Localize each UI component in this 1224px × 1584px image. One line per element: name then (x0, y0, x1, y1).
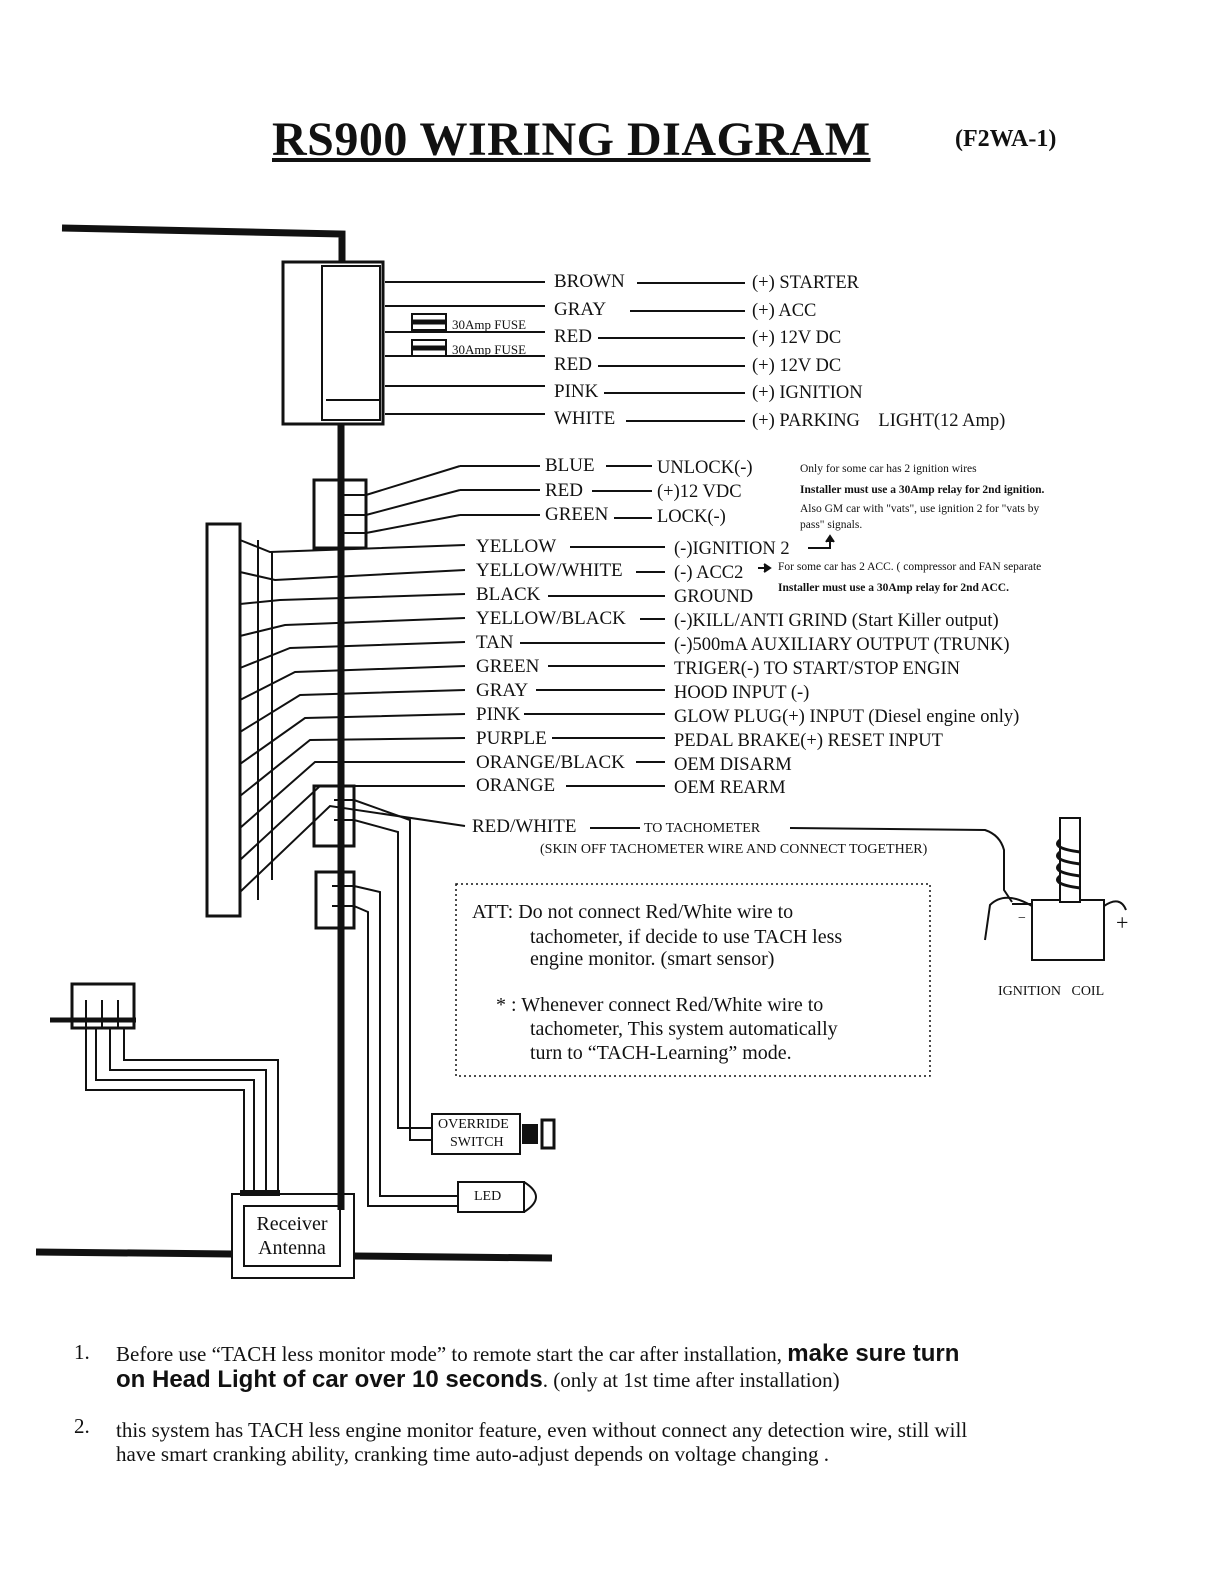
footer-item-2-line-2: have smart cranking ability, cranking ti… (116, 1442, 830, 1466)
wire-function-hood: HOOD INPUT (-) (674, 683, 810, 703)
wire-color-purple: PURPLE (476, 728, 547, 749)
footer-item-1-text-b: . (only at 1st time after installation) (542, 1368, 840, 1392)
tach-note: (SKIN OFF TACHOMETER WIRE AND CONNECT TO… (540, 842, 928, 857)
wire-color-pink: PINK (554, 381, 599, 402)
tach-function: TO TACHOMETER (644, 821, 761, 836)
wire-color-tan: TAN (476, 632, 514, 653)
att-line-6: turn to “TACH-Learning” mode. (530, 1042, 792, 1064)
receiver-box (231, 1193, 355, 1279)
fuse-label-1: 30Amp FUSE (452, 317, 527, 332)
att-line-2: tachometer, if decide to use TACH less (530, 926, 843, 948)
wire-color-gray-main: GRAY (476, 680, 529, 701)
wire-function-unlock: UNLOCK(-) (657, 458, 753, 478)
ignition2-note-2: Installer must use a 30Amp relay for 2nd… (800, 484, 1045, 496)
override-switch-box (431, 1113, 521, 1155)
att-line-5: tachometer, This system automatically (530, 1018, 838, 1040)
wire-function-12v-2: (+) 12V DC (752, 356, 842, 376)
ignition2-note-4: pass" signals. (800, 519, 863, 531)
connector-3 (312, 784, 356, 848)
ignition2-note-3: Also GM car with "vats", use ignition 2 … (800, 503, 1040, 515)
coil-plus-sign: + (1116, 910, 1129, 935)
att-line-4: * : Whenever connect Red/White wire to (496, 994, 824, 1016)
footer-item-1-bold-2: on Head Light of car over 10 seconds (116, 1366, 543, 1393)
wire-function-ignition2: (-)IGNITION 2 (674, 539, 790, 559)
wire-color-black: BLACK (476, 584, 541, 605)
wire-function-acc: (+) ACC (752, 301, 817, 321)
wire-function-12v-1: (+) 12V DC (752, 328, 842, 348)
top-connector (281, 260, 385, 426)
wire-color-red-1: RED (554, 326, 592, 347)
override-switch-label-1: OVERRIDE (438, 1117, 509, 1132)
wire-function-12vdc: (+)12 VDC (657, 482, 742, 502)
wire-function-lock: LOCK(-) (657, 507, 726, 527)
receiver-label: Receiver Antenna (246, 1212, 338, 1260)
wire-function-ground: GROUND (674, 587, 754, 607)
wire-function-oem-disarm: OEM DISARM (674, 755, 792, 775)
wire-function-ignition: (+) IGNITION (752, 383, 863, 403)
page-title: RS900 WIRING DIAGRAM (272, 113, 871, 166)
att-line-3: engine monitor. (smart sensor) (530, 948, 775, 970)
wire-function-oem-rearm: OEM REARM (674, 778, 786, 798)
wire-color-yellow-white: YELLOW/WHITE (476, 560, 623, 581)
attention-box (455, 883, 931, 1077)
footer-item-1-text-a: Before use “TACH less monitor mode” to r… (116, 1342, 783, 1366)
wire-color-white: WHITE (554, 408, 616, 429)
footer-item-2-line-1: this system has TACH less engine monitor… (116, 1418, 968, 1442)
wire-color-orange: ORANGE (476, 775, 556, 796)
wire-color-green-lock: GREEN (545, 504, 609, 525)
wire-color-pink-main: PINK (476, 704, 521, 725)
led-box (457, 1181, 525, 1213)
att-line-1: ATT: Do not connect Red/White wire to (472, 901, 794, 923)
wire-function-trigger: TRIGER(-) TO START/STOP ENGIN (674, 659, 961, 679)
main-harness-wires (239, 539, 466, 900)
wire-color-red-lock: RED (545, 480, 583, 501)
model-code: (F2WA-1) (955, 126, 1057, 152)
main-connector (205, 522, 242, 918)
footer-item-2-number: 2. (74, 1414, 90, 1438)
wire-function-kill: (-)KILL/ANTI GRIND (Start Killer output) (674, 611, 999, 631)
led-label: LED (474, 1189, 502, 1204)
wire-function-aux: (-)500mA AUXILIARY OUTPUT (TRUNK) (674, 635, 1010, 655)
wire-function-brake: PEDAL BRAKE(+) RESET INPUT (674, 731, 943, 751)
footer-item-1-bold-1: make sure turn (787, 1340, 960, 1367)
fuse-label-2: 30Amp FUSE (452, 342, 527, 357)
acc2-note-2: Installer must use a 30Amp relay for 2nd… (778, 582, 1009, 594)
wire-color-gray: GRAY (554, 299, 607, 320)
connector-4 (314, 870, 356, 930)
wire-color-red-2: RED (554, 354, 592, 375)
ignition-coil-body (1031, 899, 1105, 961)
wire-color-green: GREEN (476, 656, 540, 677)
wire-color-blue: BLUE (545, 455, 595, 476)
footer-item-1-line-2: on Head Light of car over 10 seconds. (o… (116, 1366, 840, 1393)
override-switch-label-2: SWITCH (450, 1135, 504, 1150)
receiver-line-2: Antenna (258, 1237, 326, 1259)
wire-function-parking-light: (+) PARKING LIGHT(12 Amp) (752, 411, 1006, 431)
wire-function-glow-plug: GLOW PLUG(+) INPUT (Diesel engine only) (674, 707, 1020, 727)
receiver-line-1: Receiver (256, 1213, 328, 1235)
footer-item-1-number: 1. (74, 1340, 90, 1364)
wire-function-acc2: (-) ACC2 (674, 563, 744, 583)
wire-color-brown: BROWN (554, 271, 625, 292)
coil-minus-sign: − (1018, 911, 1026, 926)
main-cable-top (61, 224, 346, 262)
acc2-note-1: For some car has 2 ACC. ( compressor and… (778, 561, 1042, 573)
wire-color-yellow-black: YELLOW/BLACK (476, 608, 626, 629)
ignition-coil-label: IGNITION COIL (998, 984, 1105, 999)
wire-color-red-white: RED/WHITE (472, 816, 577, 837)
wire-function-starter: (+) STARTER (752, 273, 860, 293)
footer-item-1-line-1: Before use “TACH less monitor mode” to r… (116, 1340, 960, 1367)
ignition2-note-1: Only for some car has 2 ignition wires (800, 463, 977, 475)
wire-color-yellow: YELLOW (476, 536, 557, 557)
wire-color-orange-black: ORANGE/BLACK (476, 752, 625, 773)
